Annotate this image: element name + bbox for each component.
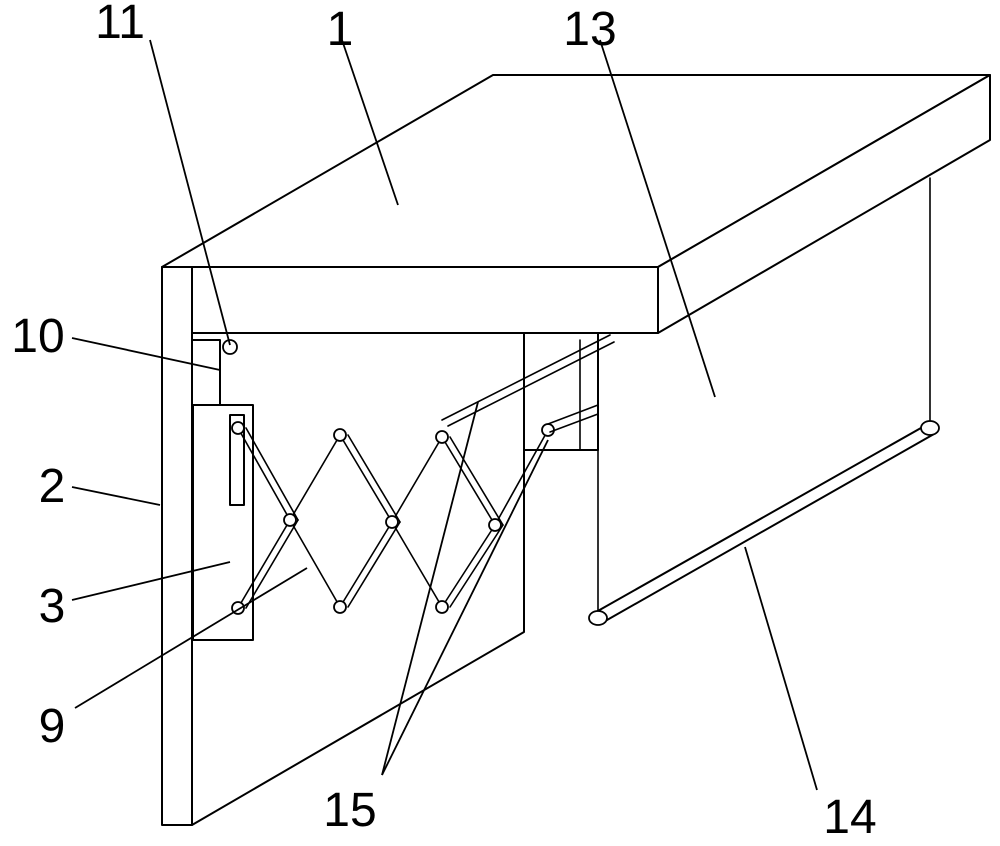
label-3: 3 <box>39 580 66 633</box>
upper-bracket <box>191 339 238 406</box>
left-post <box>161 266 193 826</box>
label-1: 1 <box>327 3 354 56</box>
leader-lines <box>71 39 818 791</box>
label-2: 2 <box>39 460 66 513</box>
right-bracket <box>523 332 599 451</box>
label-11: 11 <box>95 0 145 49</box>
label-15: 15 <box>323 784 376 837</box>
label-13: 13 <box>563 3 616 56</box>
label-10: 10 <box>11 310 64 363</box>
bottom-bar <box>588 420 940 626</box>
slide-block <box>192 404 254 641</box>
scissor-linkage <box>231 421 555 615</box>
hanging-screen <box>597 177 931 613</box>
label-9: 9 <box>39 700 66 753</box>
top-board <box>161 74 991 334</box>
reference-labels: 11 1 13 10 2 3 9 15 14 <box>11 0 876 844</box>
label-14: 14 <box>823 791 876 844</box>
